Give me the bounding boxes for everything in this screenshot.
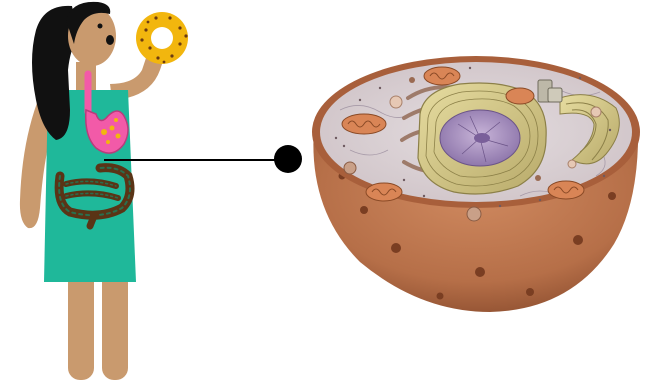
mitochondrion (506, 88, 534, 104)
mitochondrion (342, 114, 386, 134)
connector (104, 145, 302, 173)
mouth (106, 35, 114, 45)
mitochondrion (366, 183, 402, 201)
left-leg (68, 270, 94, 380)
human-figure (20, 2, 188, 380)
right-leg (102, 270, 128, 380)
donut-icon (136, 12, 188, 64)
mitochondrion (424, 67, 460, 85)
animal-cell (312, 56, 640, 312)
nucleolus (474, 133, 490, 143)
mitochondrion (548, 181, 584, 199)
eye (98, 24, 103, 29)
connector-dot (274, 145, 302, 173)
